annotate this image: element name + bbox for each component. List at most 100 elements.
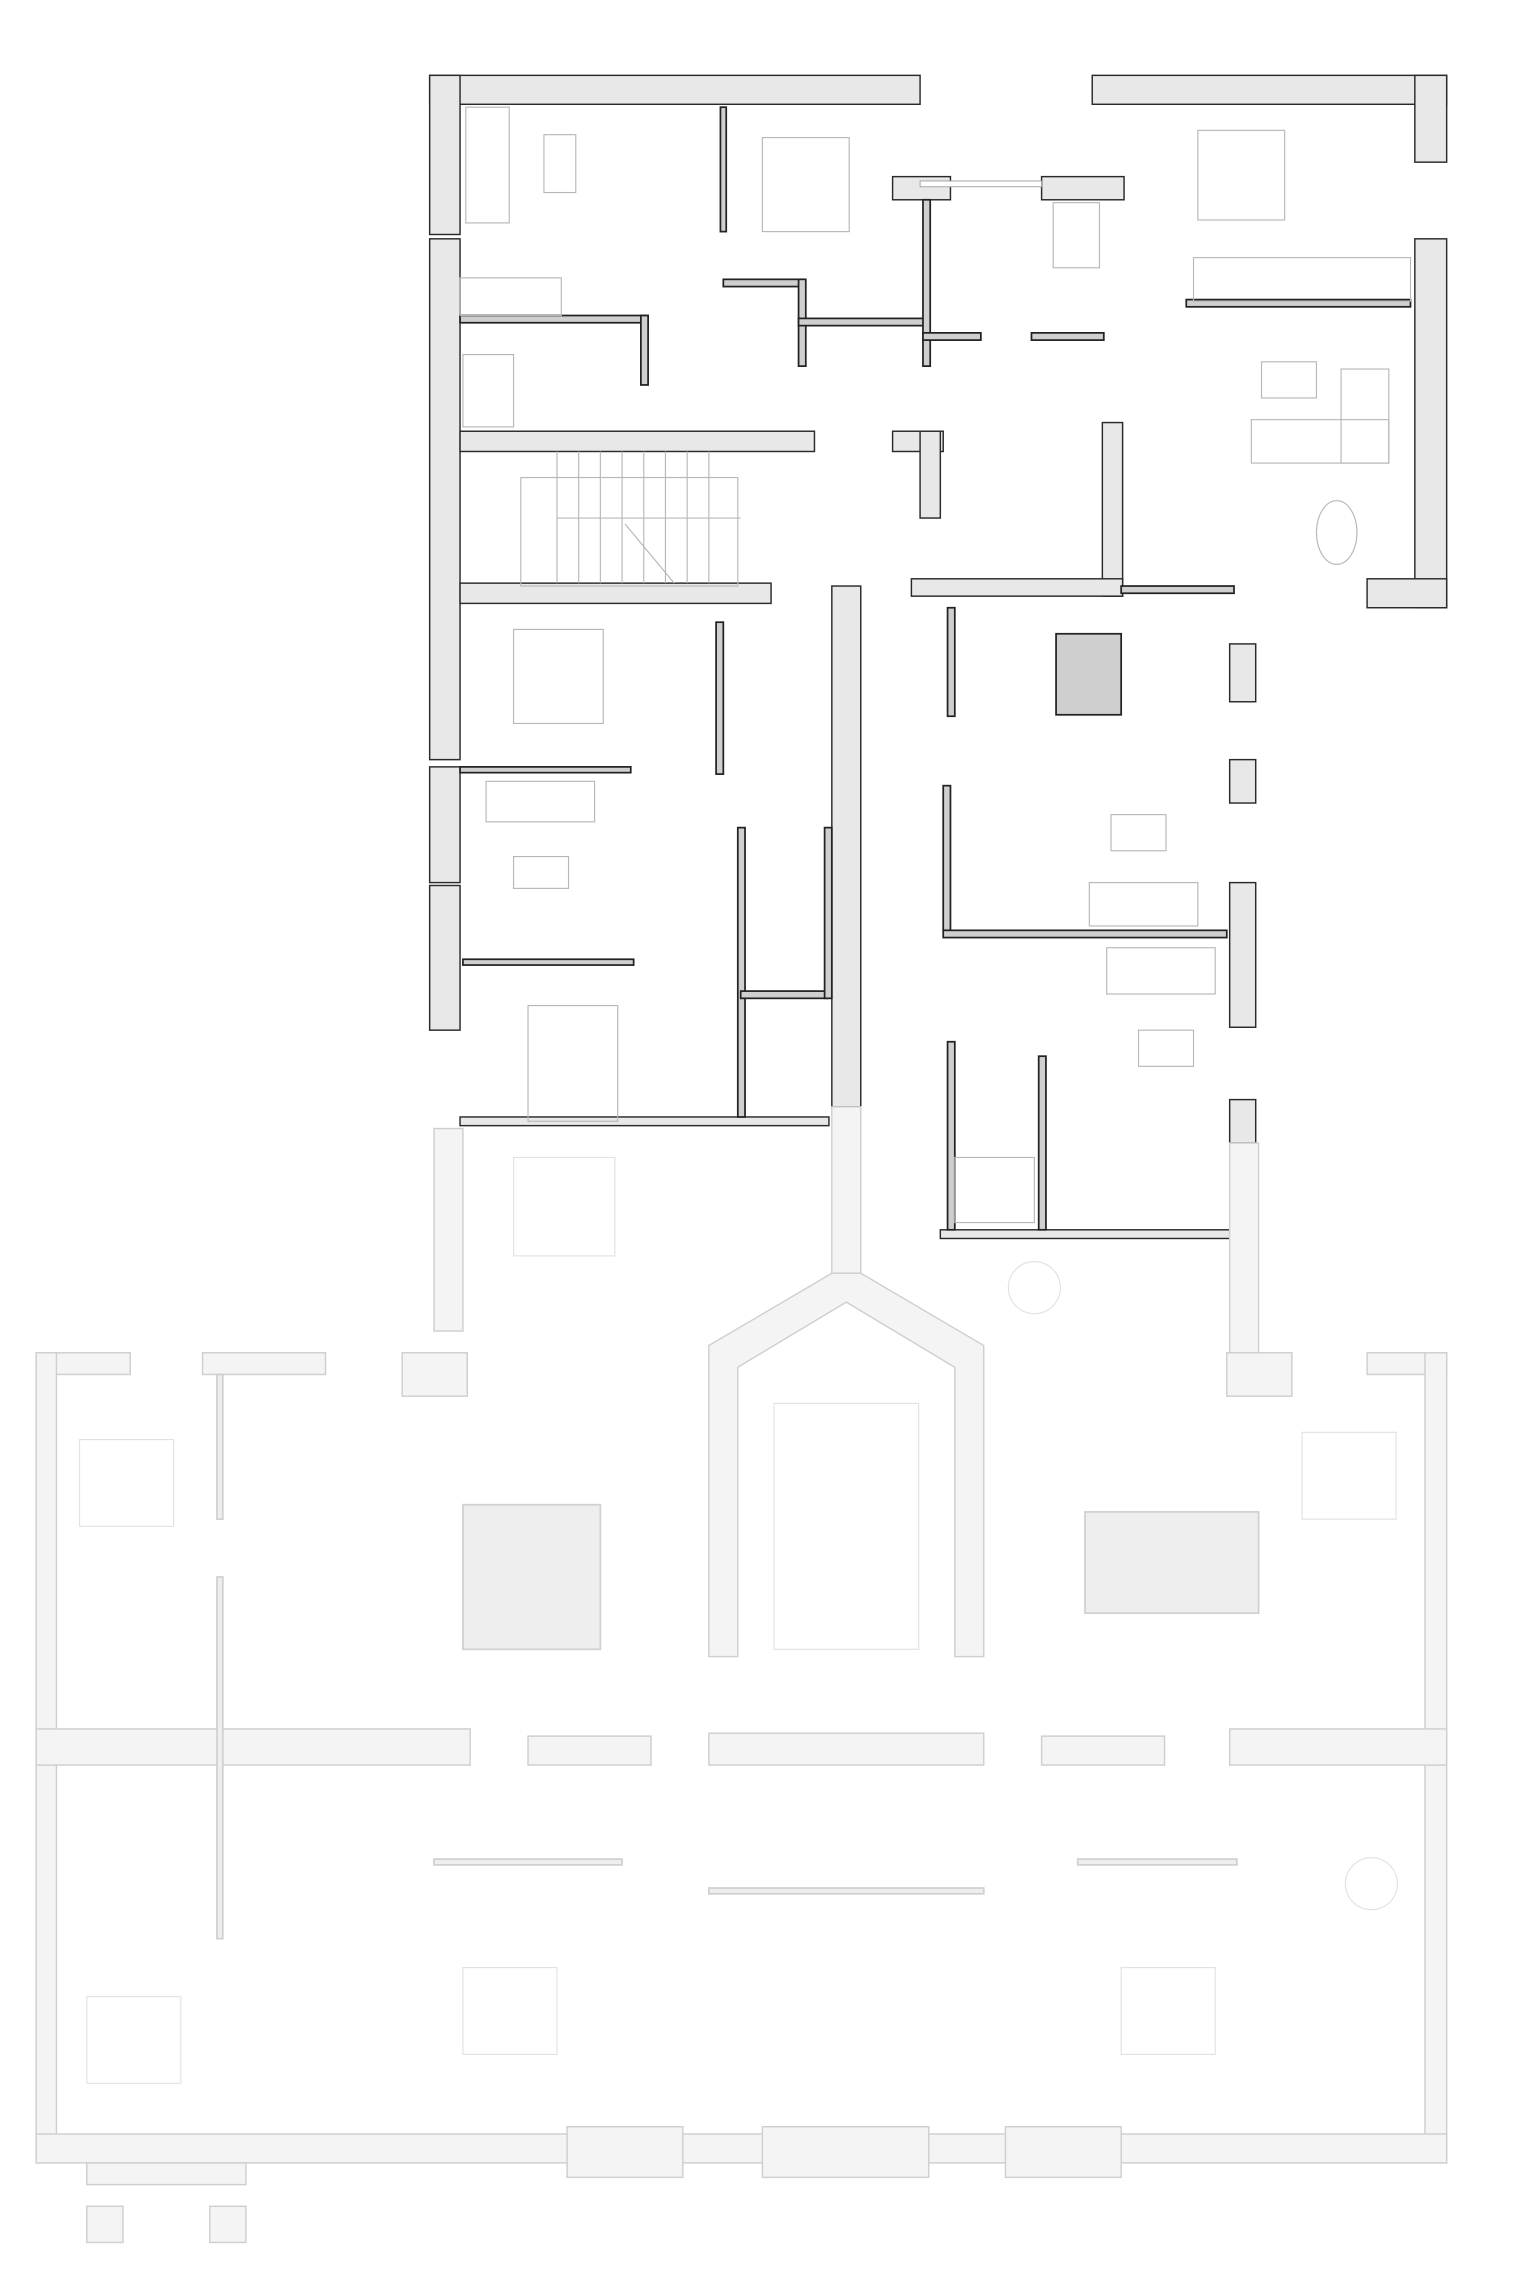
faded-wall (209, 2205, 247, 2244)
faded-bed (462, 1967, 558, 2055)
partition (459, 765, 632, 774)
faded-wall (401, 1352, 468, 1397)
wardrobe (1192, 257, 1412, 302)
faded-wall (527, 1735, 652, 1766)
faded-bed (512, 1156, 616, 1257)
faded-partition (1076, 1858, 1238, 1866)
partition (942, 784, 952, 932)
partition (946, 606, 956, 718)
coffee-table (1137, 1029, 1195, 1067)
wing-right-wall-3 (1228, 881, 1257, 1028)
faded-wall (1228, 1142, 1260, 1354)
bottom-left-wall (459, 1116, 830, 1127)
faded-wall (86, 2205, 124, 2244)
faded-bed (1301, 1431, 1397, 1520)
faded-wall (35, 2133, 1448, 2164)
faded-wall (35, 1728, 471, 1766)
wall-right-bottom (1366, 578, 1448, 609)
partition (797, 317, 930, 327)
balcony-rail (919, 180, 1043, 188)
stair-wall-top (459, 430, 816, 453)
partition (942, 929, 1228, 939)
wall-top-left (428, 74, 921, 106)
faded-core-wall (708, 1272, 985, 1658)
faded-wall (708, 1732, 985, 1766)
wall-right-lower (1414, 238, 1448, 609)
partition (1055, 632, 1123, 716)
faded-wall (831, 1106, 862, 1274)
faded-partition (1084, 1511, 1260, 1615)
partition (946, 1040, 956, 1231)
balcony-wall-left (891, 175, 952, 201)
partition (1030, 331, 1105, 341)
shaft-wall (1101, 421, 1124, 597)
wall-left-lower (428, 766, 461, 884)
wall-left-upper (428, 74, 461, 236)
partition (1185, 298, 1412, 308)
shower (462, 353, 515, 428)
stair-wall-bottom (459, 582, 772, 605)
partition (459, 314, 649, 324)
partition (739, 990, 829, 1000)
faded-partition (216, 1373, 224, 1521)
wall-left-bottom (428, 884, 461, 1031)
faded-wall (761, 2126, 930, 2179)
faded-stairs (773, 1402, 920, 1650)
partition (640, 314, 649, 386)
faded-partition (216, 1576, 224, 1940)
faded-dining-table (1007, 1261, 1061, 1315)
partition (719, 106, 728, 233)
faded-wall (201, 1352, 327, 1376)
kitchen-counter (459, 277, 562, 317)
partition (722, 278, 804, 288)
core-wall-vertical (919, 430, 942, 519)
corner-sofa (1250, 419, 1390, 464)
wall-right-upper (1414, 74, 1448, 163)
coffee-table (1110, 814, 1167, 852)
partition (922, 331, 982, 341)
faded-bed (86, 1995, 182, 2084)
partition (1120, 585, 1235, 595)
table (1260, 361, 1318, 399)
wing-bottom-wall (939, 1229, 1234, 1240)
dining-table (1315, 500, 1358, 565)
core-wall-lower (910, 578, 1124, 597)
faded-wall (566, 2126, 684, 2179)
faded-wall (433, 1127, 464, 1332)
sofa (465, 106, 510, 224)
sofa (1106, 947, 1216, 995)
sofa (485, 780, 596, 823)
sofa (1088, 882, 1199, 927)
faded-partition (462, 1503, 602, 1651)
wall-left-mid (428, 238, 461, 761)
faded-partition (433, 1858, 623, 1866)
corridor-wall-center (831, 585, 862, 1108)
partition (462, 958, 635, 966)
bed (761, 136, 850, 233)
partition (715, 621, 725, 775)
bed (512, 628, 604, 725)
faded-bed (1120, 1967, 1216, 2055)
faded-dining-table (1344, 1857, 1399, 1911)
faded-wall (1226, 1352, 1293, 1397)
faded-wall (86, 2162, 247, 2186)
wing-right-wall-1 (1228, 643, 1257, 703)
coffee-table (512, 855, 570, 889)
faded-bed (78, 1438, 175, 1527)
partition (823, 826, 833, 1000)
faded-wall (1004, 2126, 1122, 2179)
bed (527, 1004, 619, 1122)
active-floor-block (428, 74, 1448, 1240)
faded-partition (707, 1887, 985, 1895)
wing-right-wall-2 (1228, 758, 1257, 804)
balcony-wall-right (1040, 175, 1125, 201)
partition (922, 198, 932, 368)
shower (1052, 202, 1101, 269)
wing-right-wall-4 (1228, 1098, 1257, 1144)
shower (954, 1156, 1035, 1224)
corner-sofa (1340, 368, 1390, 464)
wall-top-right (1091, 74, 1448, 106)
coffee-table (543, 134, 577, 194)
bed (1197, 129, 1286, 221)
